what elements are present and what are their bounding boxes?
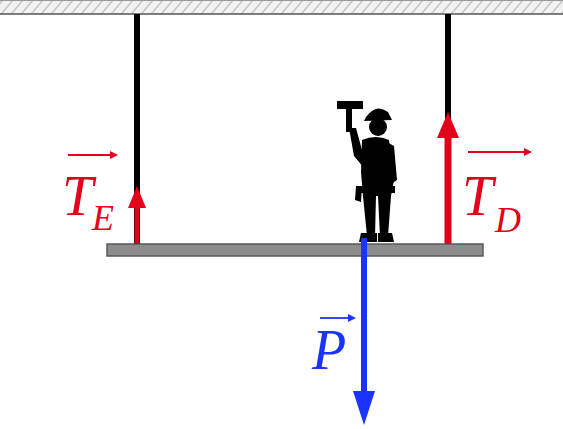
tension-left-vector: [128, 186, 146, 243]
worker-silhouette: [337, 101, 397, 242]
vector-overline: [68, 148, 532, 159]
vector-symbol: T: [62, 168, 93, 224]
vector-symbol: T: [462, 168, 493, 224]
tension-right-vector: [437, 112, 459, 243]
left-rope: [134, 14, 140, 245]
vector-subscript: E: [92, 200, 114, 236]
vector-subscript: D: [495, 202, 521, 238]
vector-symbol: P: [312, 322, 346, 378]
weight-vector: [353, 238, 375, 425]
ceiling: [0, 0, 563, 14]
vector-overline: [320, 314, 356, 322]
plank: [107, 244, 483, 256]
